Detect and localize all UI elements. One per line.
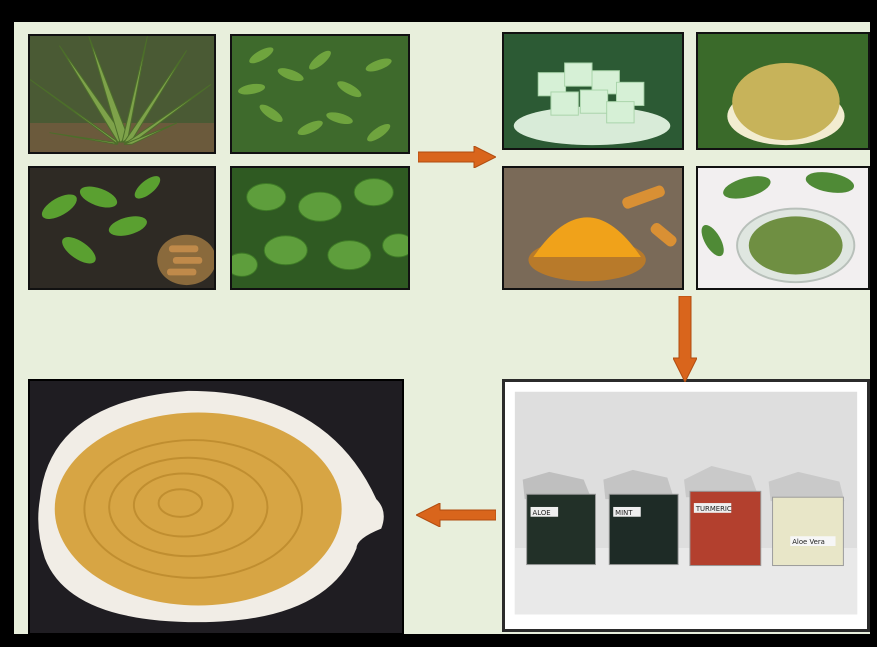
turmeric-plant-photo <box>28 166 216 290</box>
jar-aloe-vera: Aloe Vera <box>769 472 845 566</box>
arrow-left-icon <box>416 503 496 527</box>
arrow-right-shape <box>418 146 496 168</box>
arrow-right-icon <box>418 146 496 168</box>
arrow-down-shape <box>673 296 697 382</box>
extract-jars-photo: ALOE MINT TURMERIC Aloe Vera <box>502 379 870 632</box>
herbal-cream-bowl-photo <box>28 379 404 635</box>
turmeric-powder-photo <box>502 166 684 290</box>
neem-leaves-photo <box>230 34 410 154</box>
arrow-left-shape <box>416 503 496 527</box>
jar-label-3: TURMERIC <box>695 505 732 513</box>
arrow-down-icon <box>673 296 697 382</box>
aloe-gel-cubes-photo <box>502 32 684 150</box>
jar-aloe: ALOE <box>523 472 596 565</box>
jar-mint: MINT <box>603 470 678 565</box>
jar-label-2: MINT <box>615 509 633 517</box>
mint-powder-photo <box>696 166 870 290</box>
mint-leaves-photo <box>230 166 410 290</box>
jar-label-4: Aloe Vera <box>792 538 825 546</box>
aloe-vera-plant-photo <box>28 34 216 154</box>
neem-powder-photo <box>696 32 870 150</box>
jar-label-1: ALOE <box>533 509 551 517</box>
jar-turmeric: TURMERIC <box>684 466 761 566</box>
